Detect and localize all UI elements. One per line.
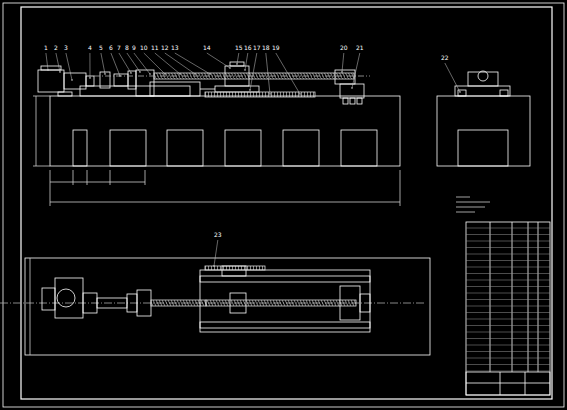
- table-rule: [466, 358, 550, 359]
- leader-dot: [149, 73, 151, 75]
- callout-number: 13: [171, 44, 179, 51]
- leader-line: [276, 53, 300, 94]
- leader-dot: [104, 73, 106, 75]
- table-rule: [466, 332, 550, 333]
- table-rule: [466, 267, 550, 268]
- leader-dot: [194, 73, 196, 75]
- table-rule: [466, 254, 550, 255]
- leader-line: [111, 53, 120, 76]
- leader-dot: [209, 73, 211, 75]
- leader-line: [266, 53, 270, 94]
- leader-dot: [47, 69, 49, 71]
- leader-dot: [229, 67, 231, 69]
- table-rule: [466, 345, 550, 346]
- leader-line: [245, 53, 248, 70]
- leader-dot: [236, 63, 238, 65]
- table-rule: [466, 319, 550, 320]
- leader-line: [134, 53, 150, 74]
- callout-number: 23: [214, 231, 222, 238]
- callout-number: 12: [161, 44, 169, 51]
- table-rule: [466, 293, 550, 294]
- callout-number: 6: [109, 44, 113, 51]
- leader-line: [445, 63, 460, 92]
- callout-number: 18: [262, 44, 270, 51]
- callout-number: 9: [132, 44, 136, 51]
- leader-dot: [351, 87, 353, 89]
- callout-number: 16: [244, 44, 252, 51]
- leader-line: [237, 53, 239, 64]
- leader-dot: [164, 73, 166, 75]
- leader-line: [207, 53, 230, 68]
- callout-number: 1: [44, 44, 48, 51]
- table-rule: [466, 286, 550, 287]
- table-rule: [466, 273, 550, 274]
- table-rule: [466, 299, 550, 300]
- leader-dot: [139, 71, 141, 73]
- table-rule: [466, 260, 550, 261]
- callout-number: 15: [235, 44, 243, 51]
- leader-line: [101, 53, 105, 74]
- callout-number: 11: [151, 44, 159, 51]
- leader-line: [155, 53, 180, 74]
- callout-number: 22: [441, 54, 449, 61]
- table-rule: [466, 364, 550, 365]
- table-rule: [466, 234, 550, 235]
- leader-dot: [244, 69, 246, 71]
- callout-number: 8: [125, 44, 129, 51]
- table-rule: [466, 247, 550, 248]
- leader-dot: [249, 89, 251, 91]
- leader-line: [214, 240, 218, 266]
- leader-dot: [89, 77, 91, 79]
- leader-line: [144, 53, 165, 74]
- leader-dot: [130, 72, 132, 74]
- callout-number: 4: [88, 44, 92, 51]
- leader-dot: [119, 75, 121, 77]
- callout-number: 3: [64, 44, 68, 51]
- callout-number: 7: [117, 44, 121, 51]
- table-rule: [466, 306, 550, 307]
- callout-number: 10: [140, 44, 148, 51]
- callout-number: 19: [272, 44, 280, 51]
- leader-dot: [213, 265, 215, 267]
- callout-number: 14: [203, 44, 211, 51]
- leader-line: [250, 53, 257, 90]
- callout-number: 2: [54, 44, 58, 51]
- table-rule: [466, 312, 550, 313]
- table-rule: [466, 280, 550, 281]
- leader-dot: [299, 93, 301, 95]
- leader-dot: [341, 71, 343, 73]
- leader-line: [342, 53, 344, 72]
- leader-line: [56, 53, 60, 72]
- table-rule: [466, 371, 550, 372]
- leader-line: [46, 53, 48, 70]
- leader-line: [66, 53, 72, 80]
- table-rule: [466, 338, 550, 339]
- table-rule: [466, 241, 550, 242]
- callout-number: 20: [340, 44, 348, 51]
- leader-dot: [59, 71, 61, 73]
- leader-dot: [179, 73, 181, 75]
- leader-line: [127, 53, 140, 72]
- leader-line: [352, 53, 360, 88]
- leader-dot: [71, 79, 73, 81]
- leader-dot: [459, 91, 461, 93]
- table-rule: [466, 351, 550, 352]
- callout-number: 17: [253, 44, 261, 51]
- callout-number: 5: [99, 44, 103, 51]
- callout-number: 21: [356, 44, 364, 51]
- leader-line: [175, 53, 210, 74]
- leader-line: [89, 53, 90, 78]
- table-rule: [466, 228, 550, 229]
- table-rule: [466, 325, 550, 326]
- leader-dot: [269, 93, 271, 95]
